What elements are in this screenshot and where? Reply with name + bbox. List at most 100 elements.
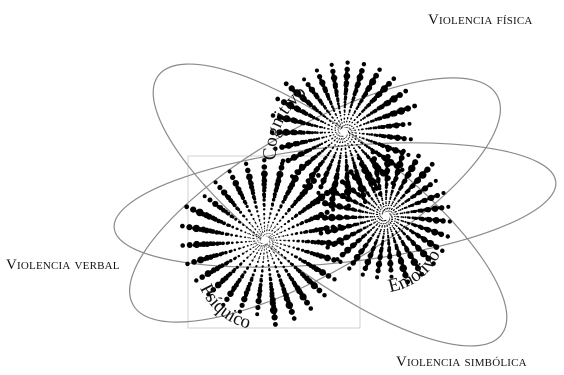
spiral-dot	[269, 233, 270, 234]
spiral-dot	[384, 160, 391, 167]
spiral-dot	[272, 222, 274, 224]
spiral-dot	[350, 118, 351, 119]
spiral-dot	[285, 235, 286, 236]
spiral-dot	[398, 199, 400, 201]
spiral-dot	[272, 234, 273, 235]
spiral-dot	[276, 246, 277, 247]
spiral-dot	[272, 246, 273, 247]
spiral-dot	[437, 206, 440, 209]
spiral-dot	[396, 222, 397, 223]
spiral-dot	[348, 138, 349, 139]
spiral-dot	[391, 231, 393, 233]
spiral-dot	[425, 239, 428, 242]
spiral-dot	[334, 227, 339, 232]
spiral-dot	[263, 209, 265, 211]
spiral-dot	[375, 195, 377, 197]
spiral-dot	[281, 218, 282, 219]
spiral-dot	[253, 269, 256, 272]
spiral-dot	[416, 154, 421, 159]
spiral-dot	[396, 251, 401, 256]
spiral-dot	[377, 198, 378, 199]
spiral-dot	[186, 224, 192, 230]
spiral-dot	[348, 169, 353, 174]
spiral-dot	[270, 297, 276, 303]
spiral-dot	[264, 247, 265, 248]
spiral-dot	[316, 199, 321, 204]
spiral-dot	[394, 135, 400, 141]
spiral-dot	[262, 231, 263, 232]
spiral-dot	[342, 123, 343, 124]
spiral-dot	[392, 202, 393, 203]
spiral-dot	[278, 209, 280, 211]
spiral-dot	[384, 220, 385, 221]
spiral-dot	[325, 142, 326, 143]
spiral-dot	[399, 256, 403, 260]
spiral-dot	[271, 256, 272, 257]
spiral-dot	[429, 229, 432, 232]
spiral-dot	[396, 214, 397, 215]
spiral-dot	[273, 262, 275, 264]
spiral-dot	[268, 258, 269, 259]
spiral-dot	[365, 87, 371, 93]
spiral-dot	[349, 128, 350, 129]
spiral-dot	[344, 83, 349, 88]
spiral-dot	[249, 210, 251, 212]
spiral-dot	[308, 229, 312, 233]
spiral-dot	[351, 101, 352, 102]
spiral-dot	[269, 237, 270, 238]
spiral-dot	[375, 134, 377, 136]
spiral-dot	[354, 166, 357, 169]
spiral-dot	[410, 240, 414, 244]
spiral-dot	[264, 250, 265, 251]
spiral-dot	[243, 215, 245, 217]
spiral-dot	[336, 97, 339, 100]
spiral-dot	[348, 114, 350, 116]
spiral-dot	[434, 179, 438, 183]
spiral-dot	[397, 222, 399, 224]
spiral-dot	[372, 227, 374, 229]
spiral-dot	[278, 243, 279, 244]
spiral-dot	[340, 157, 341, 158]
spiral-dot	[260, 231, 261, 232]
spiral-dot	[354, 148, 355, 149]
spiral-dot	[228, 169, 232, 173]
spiral-dot	[267, 233, 268, 234]
spiral-dot	[257, 292, 262, 297]
spiral-dot	[377, 210, 378, 211]
spiral-dot	[356, 135, 357, 136]
spiral-dot	[329, 188, 333, 192]
spiral-dot	[384, 225, 385, 226]
spiral-dot	[201, 241, 207, 247]
spiral-dot	[398, 219, 400, 221]
spiral-dot	[284, 81, 289, 86]
spiral-dot	[273, 242, 274, 243]
spiral-dot	[375, 202, 377, 204]
spiral-dot	[297, 196, 301, 200]
spiral-dot	[322, 151, 323, 152]
spiral-dot	[398, 235, 399, 236]
spiral-dot	[371, 156, 377, 162]
spiral-dot	[249, 229, 251, 231]
spiral-dot	[270, 242, 271, 243]
spiral-dot	[247, 250, 248, 251]
spiral-dot	[342, 136, 343, 137]
spiral-dot	[405, 191, 408, 194]
spiral-dot	[261, 270, 264, 273]
spiral-dot	[303, 297, 307, 301]
spiral-dot	[302, 131, 306, 135]
spiral-dot	[393, 240, 396, 243]
spiral-dot	[377, 223, 378, 224]
spiral-dot	[269, 229, 270, 230]
spiral-dot	[386, 225, 387, 226]
spiral-dot	[291, 253, 293, 255]
spiral-dot	[371, 216, 373, 218]
spiral-dot	[344, 109, 346, 111]
spiral-dot	[390, 196, 392, 198]
spiral-dot	[369, 127, 372, 130]
spiral-dot	[244, 253, 245, 254]
spiral-dot	[262, 248, 263, 249]
spiral-dot	[408, 251, 412, 255]
spiral-dot	[255, 223, 256, 224]
spiral-dot	[331, 129, 332, 130]
spiral-dot	[360, 222, 362, 224]
